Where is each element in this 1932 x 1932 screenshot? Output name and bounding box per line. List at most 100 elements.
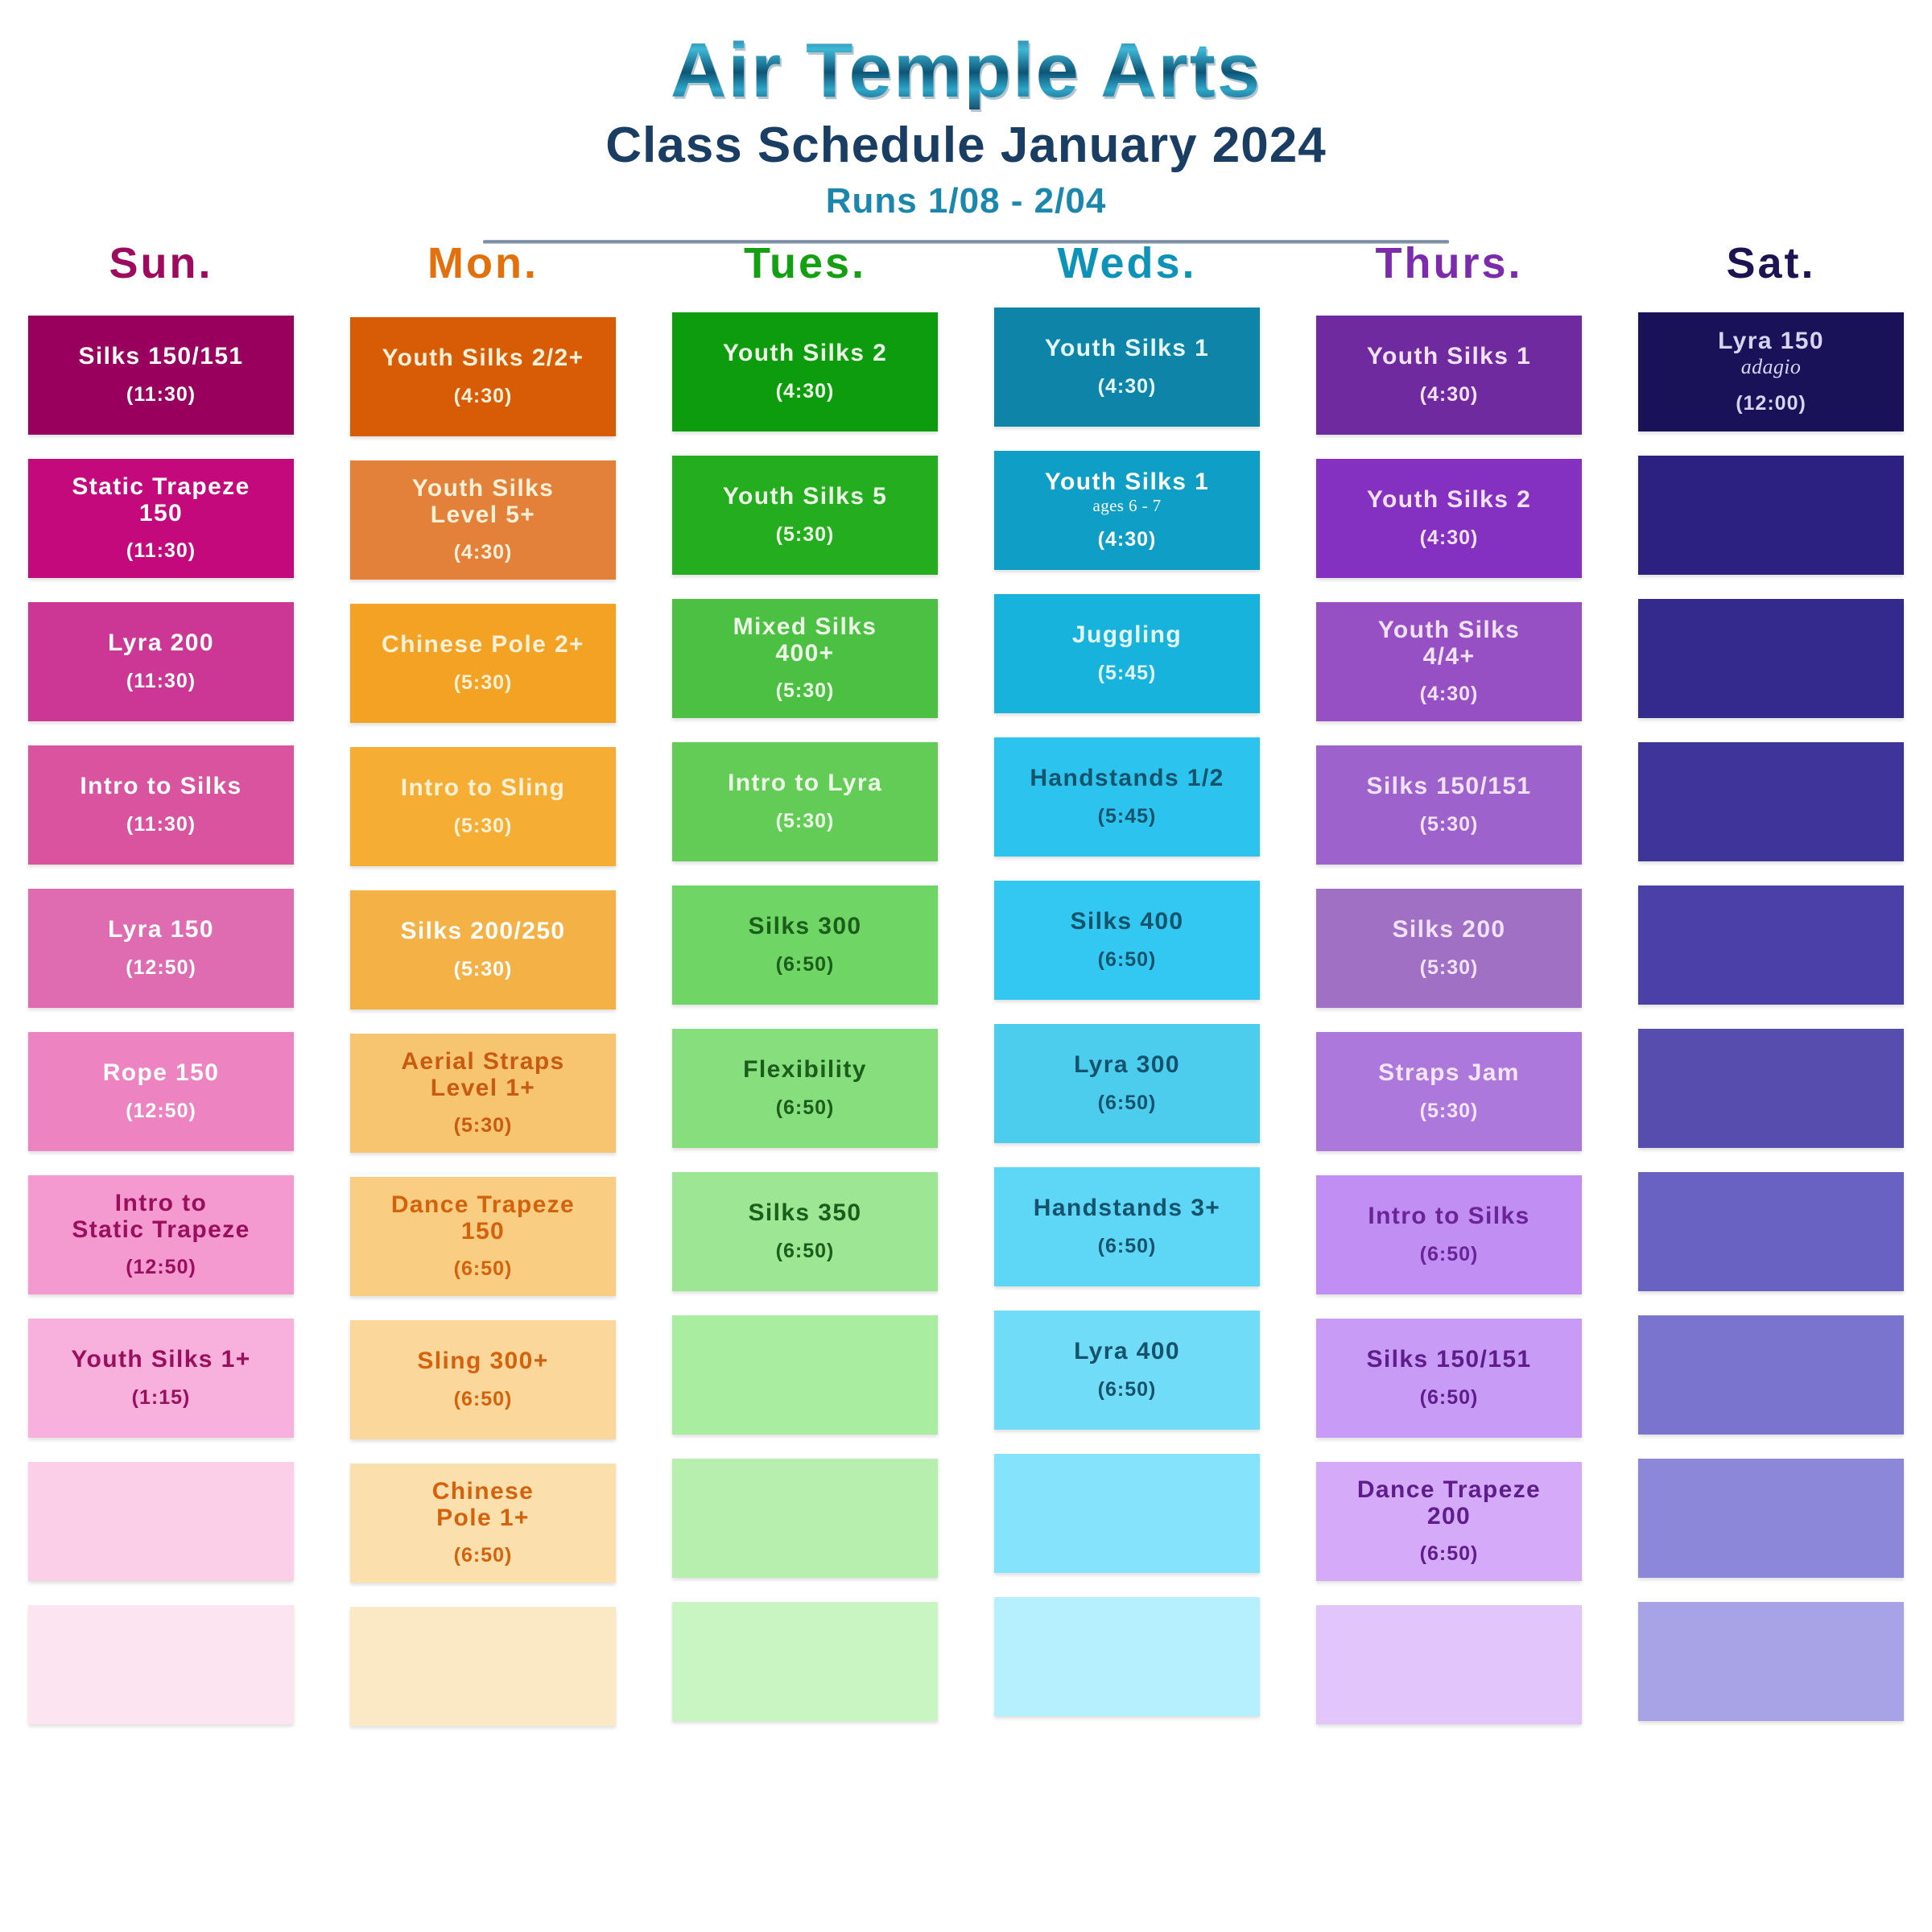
class-cell[interactable]: Silks 200 (5:30)	[1316, 889, 1582, 1008]
class-title: Youth Silks 1+	[71, 1346, 251, 1373]
class-time: (6:50)	[1097, 1091, 1157, 1114]
class-cell[interactable]: Intro to Lyra(5:30)	[672, 742, 938, 861]
class-cell[interactable]: Youth Silks 2/2+ (4:30)	[350, 317, 616, 436]
class-title: Silks 400	[1070, 908, 1184, 935]
class-time: (6:50)	[775, 1096, 835, 1119]
class-list-tue: Youth Silks 2(4:30) Youth Silks 5(5:30) Mi…	[644, 312, 966, 1721]
class-time: (11:30)	[126, 539, 196, 562]
class-title: Silks 200/250	[400, 918, 566, 945]
class-time: (5:30)	[1419, 956, 1479, 979]
class-title: Lyra 400	[1074, 1338, 1180, 1365]
class-title: Silks 150/151	[1366, 1346, 1532, 1373]
class-time: (5:30)	[453, 1113, 513, 1137]
class-cell[interactable]: Intro to Static Trapeze(12:50)	[28, 1175, 294, 1294]
class-cell[interactable]: Silks 150/151(5:30)	[1316, 745, 1582, 865]
class-cell[interactable]: Youth Silks 1+(1:15)	[28, 1319, 294, 1438]
class-cell[interactable]: Youth Silks 2(4:30)	[672, 312, 938, 431]
class-cell[interactable]: Intro to Sling(5:30)	[350, 747, 616, 866]
class-time: (5:30)	[775, 522, 835, 546]
header-divider	[483, 240, 1449, 244]
class-time: (4:30)	[1097, 374, 1157, 398]
class-cell[interactable]: Dance Trapeze 200(6:50)	[1316, 1462, 1582, 1581]
day-column-thu: Thurs.Youth Silks 1(4:30)Youth Silks 2(4…	[1288, 242, 1610, 1750]
class-time: (4:30)	[453, 384, 513, 407]
class-cell[interactable]: Static Trapeze 150(11:30)	[28, 459, 294, 578]
class-time: (12:50)	[126, 1255, 196, 1278]
class-time: (6:50)	[1419, 1385, 1479, 1409]
class-time: (6:50)	[1097, 1234, 1157, 1257]
class-cell[interactable]: Youth Silks 2(4:30)	[1316, 459, 1582, 578]
class-time: (4:30)	[453, 540, 513, 564]
class-cell[interactable]: Flexibility (6:50)	[672, 1029, 938, 1148]
class-cell[interactable]: Silks 300(6:50)	[672, 886, 938, 1005]
class-time: (11:30)	[126, 382, 196, 406]
class-cell-empty	[1638, 456, 1904, 575]
class-cell[interactable]: Silks 150/151 (11:30)	[28, 316, 294, 435]
class-title: Youth Silks 2	[1366, 486, 1532, 514]
class-list-mon: Youth Silks 2/2+(4:30)Youth Silks Level …	[322, 317, 644, 1726]
class-cell[interactable]: Lyra 200(11:30)	[28, 602, 294, 721]
class-time: (6:50)	[453, 1543, 513, 1567]
class-title: Chinese Pole 1+	[431, 1478, 535, 1531]
class-cell-empty	[994, 1597, 1260, 1716]
class-title: Intro to Lyra	[727, 770, 883, 797]
class-cell[interactable]: Straps Jam(5:30)	[1316, 1032, 1582, 1151]
class-cell[interactable]: Intro to Silks(11:30)	[28, 745, 294, 865]
class-cell[interactable]: Silks 400 (6:50)	[994, 881, 1260, 1000]
class-cell[interactable]: Youth Silks Level 5+ (4:30)	[350, 460, 616, 580]
class-cell[interactable]: Lyra 400 (6:50)	[994, 1311, 1260, 1430]
class-title: Silks 150/151	[78, 343, 244, 370]
class-cell[interactable]: Lyra 150(12:50)	[28, 889, 294, 1008]
class-cell[interactable]: Dance Trapeze 150(6:50)	[350, 1177, 616, 1296]
class-title: Youth Silks 1	[1044, 468, 1210, 495]
class-title: Youth Silks 2/2+	[382, 345, 584, 372]
class-cell[interactable]: Mixed Silks 400+(5:30)	[672, 599, 938, 718]
brand-title: Air Temple Arts	[0, 32, 1932, 109]
class-cell[interactable]: Silks 150/151 (6:50)	[1316, 1319, 1582, 1438]
class-time: (6:50)	[1097, 947, 1157, 971]
class-cell[interactable]: Rope 150(12:50)	[28, 1032, 294, 1151]
class-title: Intro to Silks	[1368, 1203, 1530, 1230]
class-cell[interactable]: Lyra 300 (6:50)	[994, 1024, 1260, 1143]
class-title: Youth Silks Level 5+	[411, 475, 555, 528]
day-header-mon: Mon.	[427, 239, 539, 287]
class-cell[interactable]: Chinese Pole 2+(5:30)	[350, 604, 616, 723]
class-cell[interactable]: Handstands 1/2(5:45)	[994, 737, 1260, 857]
class-cell-empty	[672, 1459, 938, 1578]
class-cell[interactable]: Juggling(5:45)	[994, 594, 1260, 713]
class-cell[interactable]: Youth Silks 4/4+(4:30)	[1316, 602, 1582, 721]
class-title: Lyra 200	[108, 630, 214, 657]
class-list-sun: Silks 150/151(11:30)Static Trapeze 150(1…	[0, 316, 322, 1724]
class-cell[interactable]: Youth Silks 1(4:30)	[1316, 316, 1582, 435]
class-title: Handstands 3+	[1033, 1195, 1221, 1222]
class-time: (6:50)	[1097, 1377, 1157, 1401]
class-cell[interactable]: Sling 300+(6:50)	[350, 1320, 616, 1439]
class-title: Silks 200	[1392, 916, 1506, 943]
class-cell-empty	[994, 1454, 1260, 1573]
class-subtitle: ages 6 - 7	[1092, 496, 1162, 516]
class-cell-empty	[1638, 886, 1904, 1005]
class-cell[interactable]: Aerial Straps Level 1+(5:30)	[350, 1034, 616, 1153]
day-header-sun: Sun.	[109, 239, 213, 287]
class-cell[interactable]: Youth Silks 5(5:30)	[672, 456, 938, 575]
class-cell[interactable]: Handstands 3+ (6:50)	[994, 1167, 1260, 1286]
class-title: Lyra 300	[1074, 1051, 1180, 1079]
class-title: Lyra 150	[1718, 328, 1824, 354]
class-title: Intro to Sling	[400, 774, 566, 802]
class-time: (11:30)	[126, 812, 196, 836]
class-cell[interactable]: Youth Silks 1(4:30)	[994, 308, 1260, 427]
class-title: Youth Silks 1	[1366, 343, 1532, 370]
class-cell[interactable]: Intro to Silks(6:50)	[1316, 1175, 1582, 1294]
class-title: Flexibility	[743, 1056, 867, 1084]
class-cell-empty	[1638, 1172, 1904, 1291]
class-cell-empty	[1638, 1459, 1904, 1578]
class-cell[interactable]: Chinese Pole 1+ (6:50)	[350, 1463, 616, 1583]
class-time: (6:50)	[1419, 1542, 1479, 1565]
schedule-subtitle: Class Schedule January 2024	[605, 118, 1327, 173]
poster-header: Air Temple Arts Class Schedule January 2…	[0, 0, 1932, 244]
class-title: Youth Silks 4/4+	[1377, 617, 1521, 670]
class-cell[interactable]: Silks 200/250(5:30)	[350, 890, 616, 1009]
class-cell[interactable]: Silks 350(6:50)	[672, 1172, 938, 1291]
